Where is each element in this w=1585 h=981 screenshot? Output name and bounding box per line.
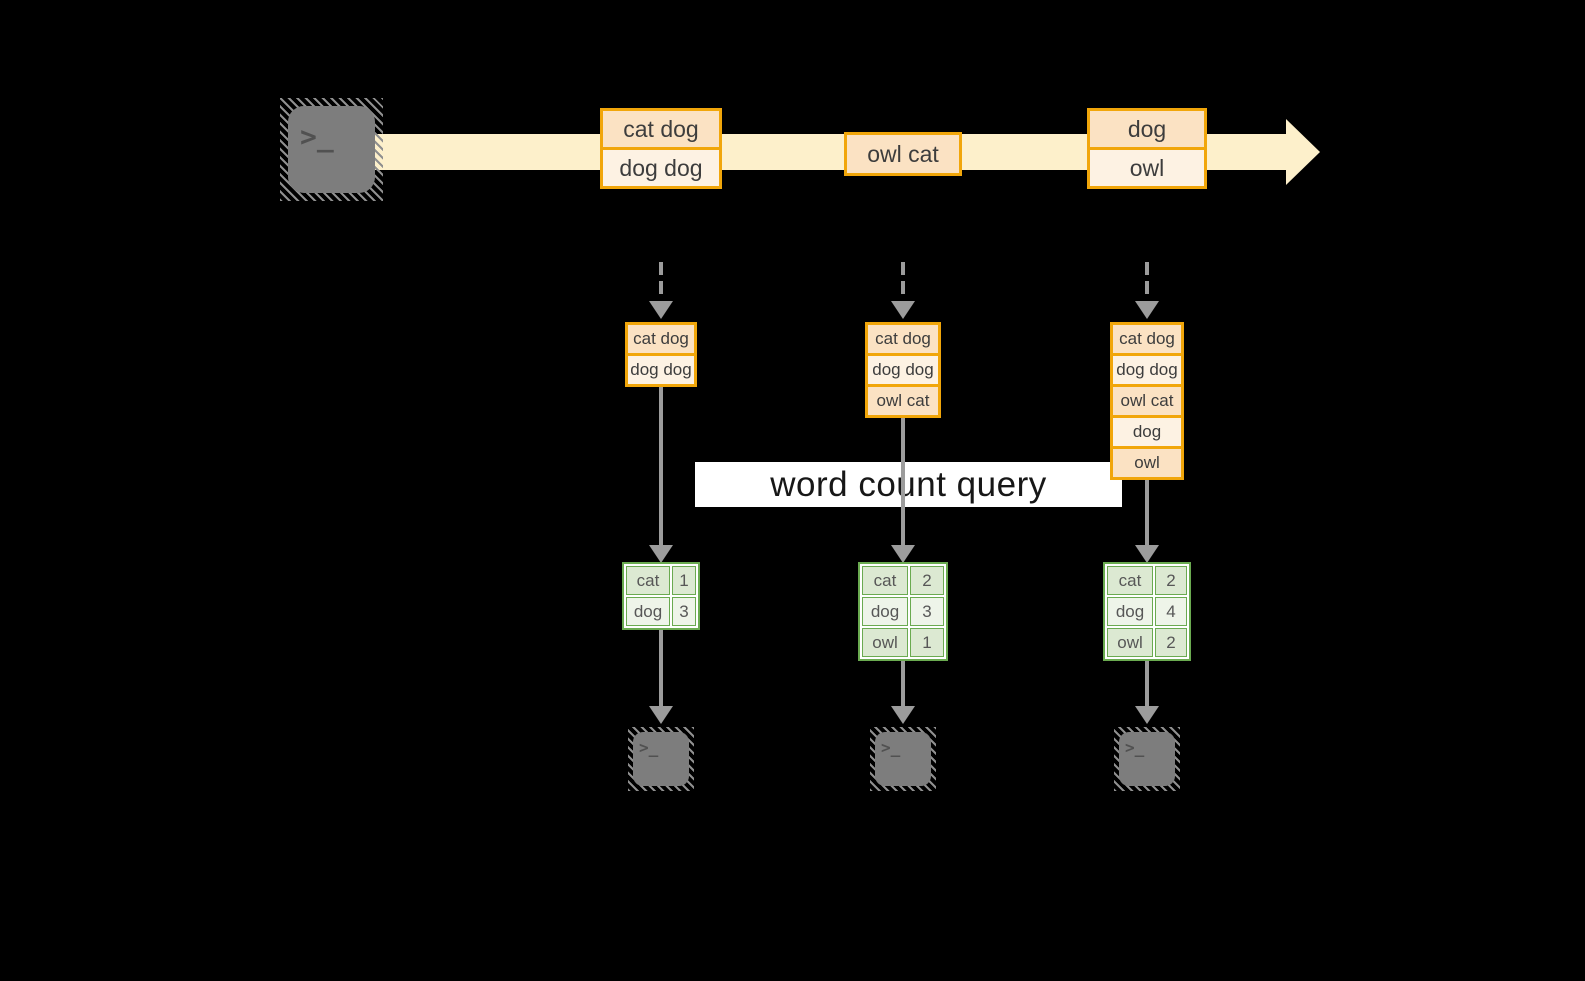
arrow-line [901,418,905,546]
table-word-cell: owl [1107,628,1153,657]
event-buffer-stack-2: cat dog dog dog owl cat [865,322,941,418]
stream-arrowhead-icon [1286,119,1320,185]
buffer-row: owl [1113,446,1181,477]
terminal-screen [875,732,931,786]
table-word-cell: cat [626,566,670,595]
table-count-cell: 2 [1155,566,1187,595]
event-line: owl [1090,147,1204,186]
terminal-prompt-glyph: >_ [1125,738,1145,757]
table-count-cell: 3 [672,597,696,626]
down-arrowhead-icon [649,706,673,724]
stream-event-batch-3: dog owl [1087,108,1207,189]
table-word-cell: cat [862,566,908,595]
down-arrowhead-icon [891,706,915,724]
down-arrowhead-icon [1135,706,1159,724]
buffer-row: owl cat [868,384,938,415]
dashed-arrow-segment [659,262,663,275]
arrow-line [659,387,663,546]
output-terminal-icon-2: >_ [870,727,936,791]
down-arrowhead-icon [891,545,915,563]
query-label: word count query [770,464,1047,504]
buffer-row: owl cat [1113,384,1181,415]
table-word-cell: cat [1107,566,1153,595]
event-buffer-stack-1: cat dog dog dog [625,322,697,387]
buffer-row: dog dog [1113,353,1181,384]
query-label-band: word count query [695,462,1122,507]
output-terminal-icon-3: >_ [1114,727,1180,791]
table-count-cell: 1 [672,566,696,595]
down-arrowhead-icon [1135,301,1159,319]
table-word-cell: owl [862,628,908,657]
table-count-cell: 1 [910,628,944,657]
dashed-arrow-segment [901,281,905,294]
terminal-screen [633,732,689,786]
event-line: dog dog [603,147,719,186]
table-count-cell: 4 [1155,597,1187,626]
table-count-cell: 2 [1155,628,1187,657]
table-count-cell: 2 [910,566,944,595]
table-word-cell: dog [626,597,670,626]
terminal-prompt-glyph: >_ [881,738,901,757]
down-arrowhead-icon [649,545,673,563]
word-count-table-2: cat 2 dog 3 owl 1 [858,562,948,661]
output-terminal-icon-1: >_ [628,727,694,791]
event-line: cat dog [603,111,719,147]
event-buffer-stack-3: cat dog dog dog owl cat dog owl [1110,322,1184,480]
terminal-prompt-glyph: >_ [300,120,334,153]
arrow-line [659,630,663,707]
event-line: dog [1090,111,1204,147]
stream-event-batch-2: owl cat [844,132,962,176]
arrow-line [1145,480,1149,546]
down-arrowhead-icon [891,301,915,319]
table-word-cell: dog [862,597,908,626]
terminal-screen [1119,732,1175,786]
dashed-arrow-segment [901,262,905,275]
buffer-row: cat dog [628,325,694,353]
down-arrowhead-icon [1135,545,1159,563]
buffer-row: cat dog [868,325,938,353]
dashed-arrow-segment [1145,281,1149,294]
arrow-line [901,661,905,707]
dashed-arrow-segment [659,281,663,294]
word-count-table-3: cat 2 dog 4 owl 2 [1103,562,1191,661]
terminal-prompt-glyph: >_ [639,738,659,757]
buffer-row: dog dog [628,353,694,384]
buffer-row: dog dog [868,353,938,384]
down-arrowhead-icon [649,301,673,319]
table-word-cell: dog [1107,597,1153,626]
stream-event-batch-1: cat dog dog dog [600,108,722,189]
dashed-arrow-segment [1145,262,1149,275]
event-line: owl cat [847,135,959,173]
buffer-row: cat dog [1113,325,1181,353]
buffer-row: dog [1113,415,1181,446]
terminal-screen [288,106,375,193]
arrow-line [1145,661,1149,707]
source-terminal-icon: >_ [280,98,383,201]
word-count-table-1: cat 1 dog 3 [622,562,700,630]
table-count-cell: 3 [910,597,944,626]
